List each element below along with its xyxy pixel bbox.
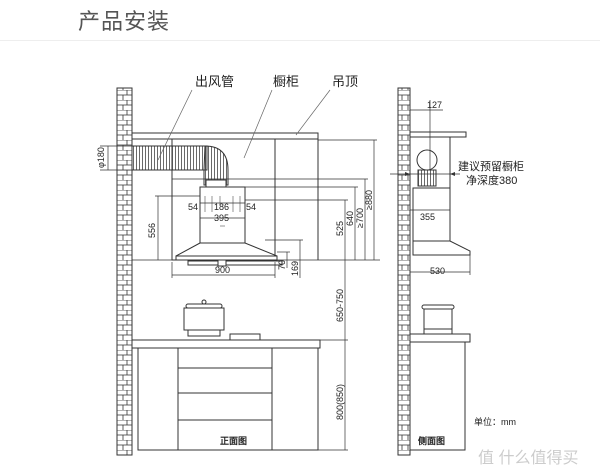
brick-wall-side: [397, 87, 411, 456]
front-view-caption: 正面图: [220, 436, 247, 446]
page-title: 产品安装: [78, 10, 171, 35]
dim-duct-diameter: φ180: [96, 147, 106, 168]
brick-wall: [116, 87, 133, 456]
kitchen-counter-front: [131, 299, 321, 451]
side-view-caption: 侧面图: [418, 435, 445, 446]
dim-right-offset: 54: [246, 202, 256, 212]
dim-chimney-width: 395: [214, 213, 229, 223]
pot-icon: [421, 304, 455, 335]
dim-hood-height: 556: [147, 223, 157, 238]
exhaust-duct: [131, 145, 229, 189]
dim-counter-height: 800(850): [335, 384, 345, 420]
dim-880: ≥880: [364, 190, 374, 210]
dim-700: ≥700: [355, 208, 365, 228]
side-note-line1: 建议预留橱柜: [458, 159, 524, 173]
ceiling: [131, 132, 319, 140]
pot-icon: [183, 299, 225, 337]
side-note-line2: 净深度380: [466, 173, 517, 187]
front-view: 出风管 橱柜 吊顶 φ180 54 186 54 395 556 900 70 …: [96, 74, 380, 456]
divider: [0, 40, 600, 41]
label-duct: 出风管: [195, 74, 234, 89]
duct-section: [416, 149, 438, 171]
kitchen-counter-side: [409, 304, 471, 451]
dim-duct-offset: 127: [427, 100, 442, 110]
ceiling-side: [409, 131, 467, 138]
label-ceiling: 吊顶: [332, 74, 358, 89]
dim-525: 525: [335, 221, 345, 236]
dim-left-offset: 54: [188, 202, 198, 212]
label-cabinet: 橱柜: [273, 74, 299, 89]
dim-outlet-width: 186: [214, 202, 229, 212]
dim-hood-width: 900: [215, 265, 230, 275]
dim-chimney-depth: 355: [420, 212, 435, 222]
range-hood-side: [412, 187, 471, 256]
dim-total-lower-height: 169: [290, 261, 300, 276]
range-hood-front: [175, 186, 283, 267]
dim-hood-to-cooktop: 650-750: [335, 289, 345, 322]
dim-640: 640: [345, 211, 355, 226]
watermark: 值 什么值得买: [478, 449, 578, 467]
side-view: 127 建议预留橱柜 净深度380 355 530 单位：mm 侧面图: [390, 87, 524, 456]
dim-hood-depth: 530: [430, 266, 445, 276]
unit-label: 单位：mm: [474, 416, 516, 427]
dim-canopy-height: 70: [277, 260, 287, 270]
front-dimension-lines: [100, 139, 380, 451]
side-dimension-lines: [390, 100, 471, 275]
